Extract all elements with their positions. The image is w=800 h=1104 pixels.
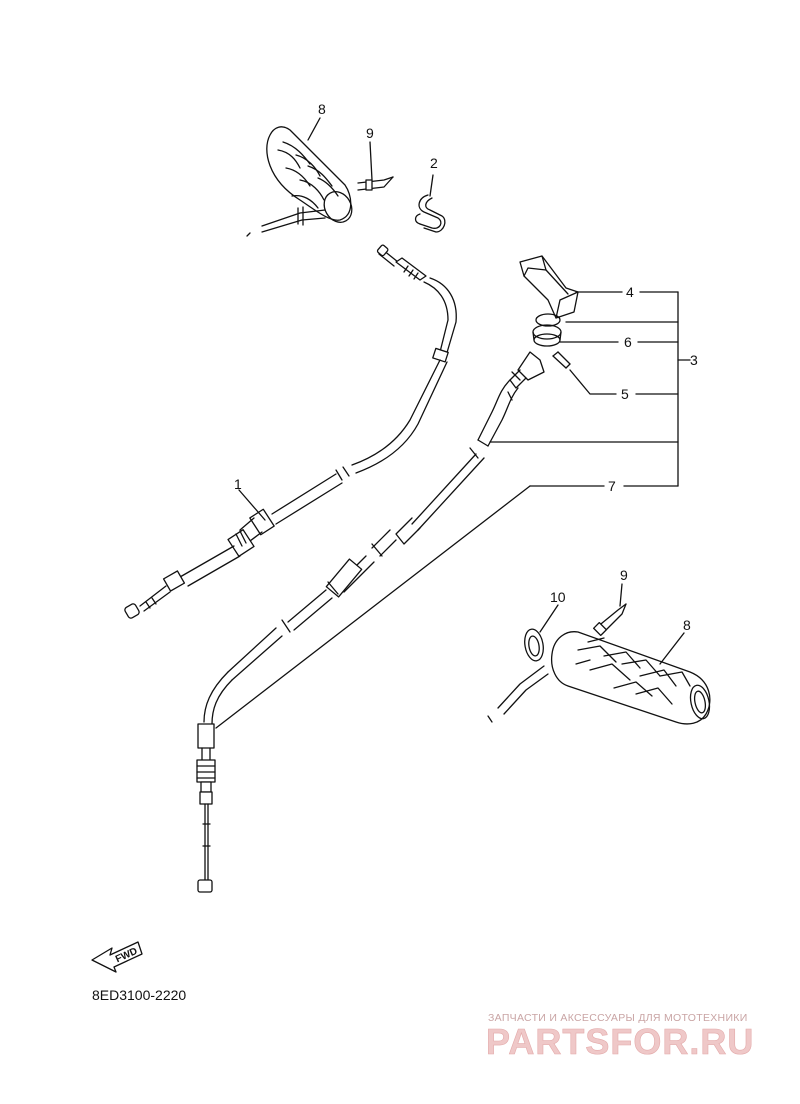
callout-7: 7	[608, 478, 616, 494]
watermark-tagline: ЗАПЧАСТИ И АКСЕССУАРЫ ДЛЯ МОТОТЕХНИКИ	[488, 1012, 748, 1024]
leader-10	[539, 604, 559, 633]
callout-8-top: 8	[318, 101, 326, 117]
screw-9-right	[592, 583, 627, 637]
callout-6: 6	[624, 334, 632, 350]
screw-9-top	[357, 141, 394, 191]
fwd-arrow	[91, 941, 143, 973]
left-grip	[246, 126, 353, 237]
callout-1: 1	[234, 476, 242, 492]
callout-5: 5	[621, 386, 629, 402]
leader-1	[238, 489, 266, 521]
callout-3: 3	[690, 352, 698, 368]
callout-4: 4	[626, 284, 634, 300]
leader-8-right	[659, 632, 685, 665]
right-grip	[487, 628, 711, 725]
callout-8-right: 8	[683, 617, 691, 633]
diagram-code: 8ED3100-2220	[92, 987, 187, 1003]
watermark-brand: PARTSFOR.RU	[486, 1021, 755, 1063]
callout-9-right: 9	[620, 567, 628, 583]
callout-10: 10	[550, 589, 566, 605]
cable-7	[196, 447, 485, 893]
callout-9-top: 9	[366, 125, 374, 141]
cable-1	[124, 244, 457, 619]
leader-8-top	[307, 117, 321, 141]
throttle-assembly	[477, 255, 579, 447]
fwd-label: FWD	[114, 946, 139, 965]
group-3-leaders	[215, 291, 691, 729]
clip-2	[414, 174, 446, 233]
callout-2: 2	[430, 155, 438, 171]
